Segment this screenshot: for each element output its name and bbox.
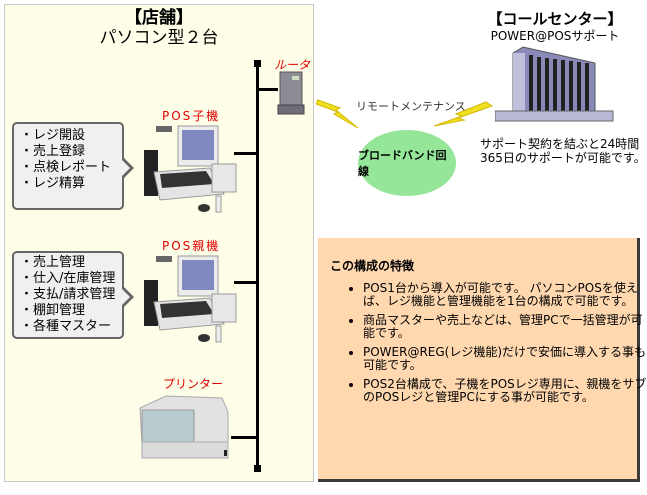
description-line: サポート契約を結ぶと24時間 bbox=[480, 137, 640, 151]
pos-terminal-icon bbox=[144, 125, 237, 213]
lan-end-top bbox=[254, 60, 261, 67]
feature-item: POS1台から導入が可能です。 パソコンPOSを使えば、レジ機能と管理機能を1台… bbox=[363, 282, 647, 308]
function-item: 各種マスター bbox=[20, 319, 116, 335]
router-label: ルータ bbox=[274, 58, 311, 72]
call-center-title: 【コールセンター】 bbox=[487, 10, 623, 28]
call-center-description: サポート契約を結ぶと24時間 365日のサポートが可能です。 bbox=[480, 137, 647, 165]
building-icon bbox=[495, 46, 614, 122]
pos-parent-label: POS親機 bbox=[162, 239, 221, 253]
broadband-cloud: ブロードバンド回線 bbox=[358, 130, 456, 196]
function-item: 売上登録 bbox=[20, 144, 116, 160]
function-item: 売上管理 bbox=[20, 255, 116, 271]
router-icon bbox=[277, 71, 305, 115]
pos-parent-link bbox=[234, 281, 258, 284]
pos-child-functions: レジ開設 売上登録 点検レポート レジ精算 bbox=[12, 122, 124, 210]
feature-item: POS2台構成で、子機をPOSレジ専用に、親機をサブのPOSレジと管理PCにする… bbox=[363, 378, 647, 404]
lan-line bbox=[256, 63, 259, 468]
pos-terminal-icon bbox=[144, 255, 237, 343]
function-item: 棚卸管理 bbox=[20, 303, 116, 319]
bubble-tail-inner bbox=[122, 160, 130, 176]
feature-item: POWER@REG(レジ機能)だけで安価に導入する事も可能です。 bbox=[363, 346, 647, 372]
printer-icon bbox=[139, 395, 229, 459]
function-item: 仕入/在庫管理 bbox=[20, 271, 116, 287]
store-title: 【店舗】 bbox=[125, 8, 193, 28]
function-item: 点検レポート bbox=[20, 160, 116, 176]
router-link bbox=[258, 88, 278, 91]
bubble-tail-inner bbox=[122, 289, 130, 305]
features-title: この構成の特徴 bbox=[330, 259, 415, 273]
function-item: レジ開設 bbox=[20, 128, 116, 144]
broadband-label: ブロードバンド回線 bbox=[358, 149, 447, 178]
features-list: POS1台から導入が可能です。 パソコンPOSを使えば、レジ機能と管理機能を1台… bbox=[345, 282, 647, 410]
store-subtitle: パソコン型２台 bbox=[99, 28, 219, 48]
features-panel bbox=[318, 238, 640, 482]
printer-label: プリンター bbox=[163, 377, 224, 391]
function-item: 支払/請求管理 bbox=[20, 287, 116, 303]
lightning-icons bbox=[316, 99, 494, 129]
pos-child-link bbox=[234, 152, 258, 155]
function-item: レジ精算 bbox=[20, 176, 116, 192]
description-line: 365日のサポートが可能です。 bbox=[480, 151, 646, 165]
pos-child-label: POS子機 bbox=[162, 109, 221, 123]
remote-maintenance-label: リモートメンテナンス bbox=[356, 100, 466, 113]
call-center-subtitle: POWER@POSサポート bbox=[490, 29, 620, 43]
pos-parent-functions: 売上管理 仕入/在庫管理 支払/請求管理 棚卸管理 各種マスター bbox=[12, 251, 124, 339]
lan-end-bottom bbox=[254, 465, 261, 472]
printer-link bbox=[231, 436, 258, 439]
feature-item: 商品マスターや売上などは、管理PCで一括管理が可能です。 bbox=[363, 314, 647, 340]
